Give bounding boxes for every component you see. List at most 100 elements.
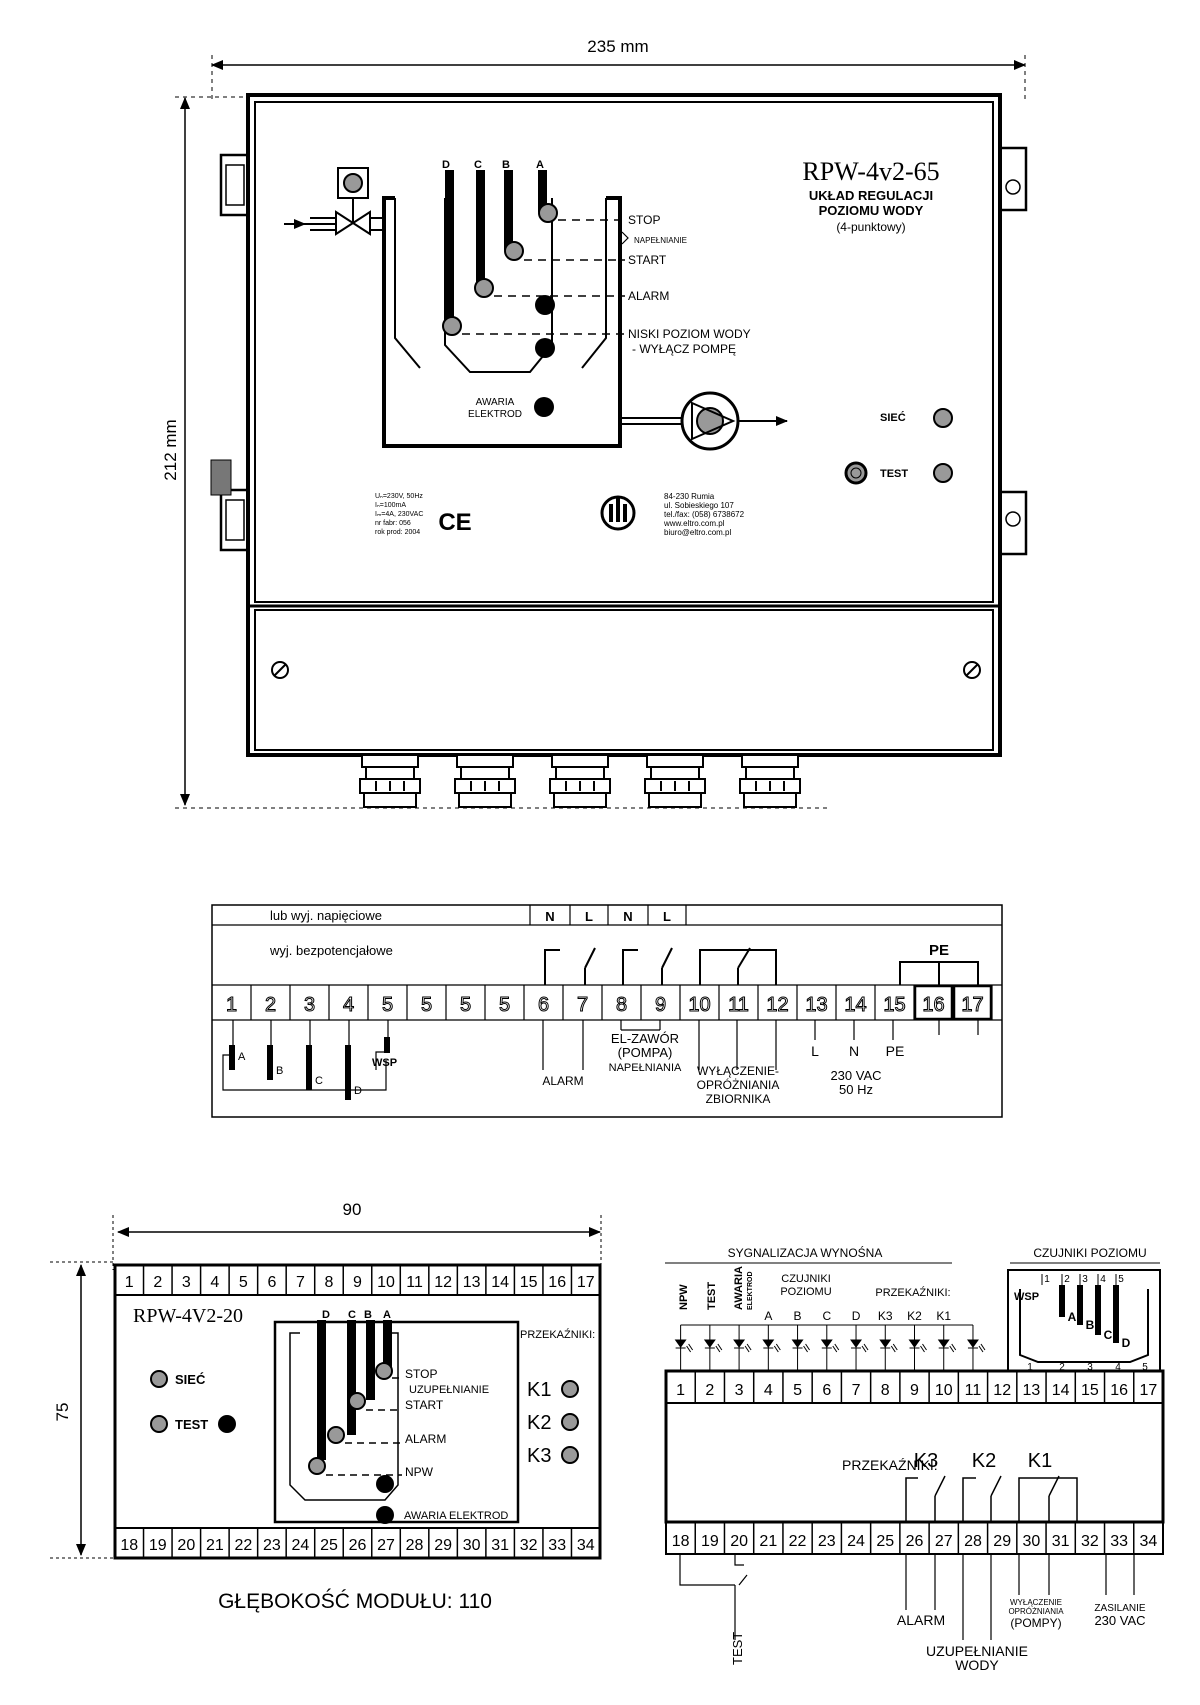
terminal-number: 11 — [728, 994, 749, 1016]
terminal-number: 18 — [120, 1537, 138, 1554]
probe-top-number: 2 — [1064, 1274, 1070, 1285]
terminal-number: 30 — [1023, 1533, 1041, 1550]
awaria-label-1: AWARIA — [476, 397, 515, 408]
pump-icon — [620, 391, 788, 451]
ce-mark: CE — [438, 509, 471, 536]
start-level-label: START — [628, 253, 667, 267]
probe-bottom-number: 4 — [1115, 1362, 1121, 1373]
terminal-number: 30 — [463, 1537, 481, 1554]
terminal-number: 5 — [460, 994, 471, 1016]
terminal-number: 15 — [1081, 1382, 1099, 1399]
probe-bottom-number: 2 — [1059, 1362, 1065, 1373]
terminal-number: 1 — [676, 1382, 685, 1399]
terminal-number: 27 — [935, 1533, 953, 1550]
led-diode-icon — [703, 1325, 723, 1371]
model-title: RPW-4v2-65 — [802, 157, 939, 186]
mod-stop: STOP — [405, 1367, 437, 1381]
w-uzup-2: WODY — [955, 1657, 999, 1673]
wiring-letter: D — [852, 1309, 861, 1323]
terminal-number: 1 — [125, 1274, 134, 1291]
terminal-number: 19 — [701, 1533, 719, 1550]
terminal-number: 10 — [935, 1382, 953, 1399]
term-valve-3: NAPEŁNIANIA — [609, 1062, 682, 1074]
czujniki-2: POZIOMU — [780, 1286, 831, 1298]
nl-l2: L — [663, 909, 671, 924]
wiring-diagram: SYGNALIZACJA WYNOŚNA CZUJNIKI POZIOMU NP… — [664, 1245, 1165, 1673]
terminal-number: 12 — [993, 1382, 1011, 1399]
spec-line-1: Uₙ=230V, 50Hz — [375, 493, 423, 500]
subtitle-line-3: (4-punktowy) — [836, 220, 905, 234]
terminal-number: 34 — [1139, 1533, 1157, 1550]
test-label: TEST — [880, 468, 908, 480]
terminal-number: 31 — [491, 1537, 509, 1554]
w-wyl-3: (POMPY) — [1010, 1616, 1061, 1630]
terminal-number: 1 — [226, 994, 237, 1016]
module-test-button — [218, 1415, 236, 1433]
terminal-number: 23 — [818, 1533, 836, 1550]
wiring-letter: K1 — [936, 1309, 951, 1323]
address-line-2: ul. Sobieskiego 107 — [664, 501, 734, 510]
terminal-number: 21 — [759, 1533, 777, 1550]
terminal-number: 2 — [705, 1382, 714, 1399]
spec-line-5: rok prod: 2004 — [375, 529, 420, 536]
terminal-number: 24 — [292, 1537, 310, 1554]
terminal-number: 10 — [377, 1274, 395, 1291]
terminal-number: 14 — [844, 994, 866, 1016]
terminal-number: 11 — [406, 1274, 423, 1291]
term-n: N — [849, 1043, 859, 1059]
terminal-number: 28 — [964, 1533, 982, 1550]
electrode-a-label: A — [536, 159, 544, 171]
terminal-number: 9 — [910, 1382, 919, 1399]
term-electrode-c: C — [315, 1075, 323, 1087]
cable-gland-icon — [454, 754, 516, 808]
terminal-number: 14 — [491, 1274, 509, 1291]
module-height-dimension: 75 — [53, 1403, 72, 1422]
mod-start: START — [405, 1398, 444, 1412]
wiring-letter: K2 — [907, 1309, 922, 1323]
sygnal-title: SYGNALIZACJA WYNOŚNA — [728, 1245, 883, 1260]
led-diode-icon — [850, 1325, 869, 1371]
term-valve-1: EL-ZAWÓR — [611, 1031, 679, 1046]
w-uzup-1: UZUPEŁNIANIE — [926, 1643, 1028, 1659]
module-width-dimension: 90 — [343, 1200, 362, 1219]
terminal-number: 17 — [961, 994, 983, 1016]
module-test-led — [150, 1415, 168, 1433]
term-electrode-b: B — [276, 1065, 283, 1077]
led-diode-icon — [733, 1325, 752, 1371]
terminal-number: 23 — [263, 1537, 281, 1554]
sig-npw: NPW — [678, 1284, 690, 1310]
spec-line-4: nr fabr: 056 — [375, 520, 411, 527]
terminal-number: 6 — [267, 1274, 276, 1291]
eltro-logo-icon — [600, 495, 636, 531]
module-test-label: TEST — [175, 1417, 208, 1432]
terminal-number: 10 — [688, 994, 710, 1016]
term-drain-2: OPRÓŻNIANIA — [697, 1077, 780, 1092]
terminal-number: 32 — [520, 1537, 538, 1554]
terminal-number: 21 — [206, 1537, 224, 1554]
terminal-number: 15 — [883, 994, 905, 1016]
wiring-letter: B — [794, 1309, 802, 1323]
terminal-number: 5 — [421, 994, 432, 1016]
module-siec-label: SIEĆ — [175, 1372, 206, 1387]
czujniki-1: CZUJNIKI — [781, 1273, 831, 1285]
test-button — [844, 461, 868, 485]
terminal-number: 25 — [876, 1533, 894, 1550]
terminal-number: 6 — [822, 1382, 831, 1399]
led-diode-icon — [908, 1325, 927, 1371]
probe-letter: D — [1122, 1336, 1131, 1350]
pe-label: PE — [929, 942, 949, 959]
cable-gland-icon — [644, 754, 706, 808]
terminal-number: 33 — [548, 1537, 566, 1554]
terminal-number: 13 — [805, 994, 827, 1016]
terminal-number: 5 — [382, 994, 393, 1016]
mod-alarm: ALARM — [405, 1432, 446, 1446]
enclosure-drawing: 235 mm 212 mm D C B A S — [161, 37, 1028, 809]
probe-letter: B — [1086, 1318, 1095, 1332]
term-drain-3: ZBIORNIKA — [706, 1092, 771, 1106]
terminal-number: 2 — [153, 1274, 162, 1291]
w-alarm: ALARM — [897, 1612, 945, 1628]
led-diode-icon — [937, 1325, 957, 1371]
term-pe: PE — [886, 1043, 905, 1059]
wiring-letter: A — [764, 1309, 772, 1323]
term-supply-1: 230 VAC — [830, 1068, 881, 1083]
